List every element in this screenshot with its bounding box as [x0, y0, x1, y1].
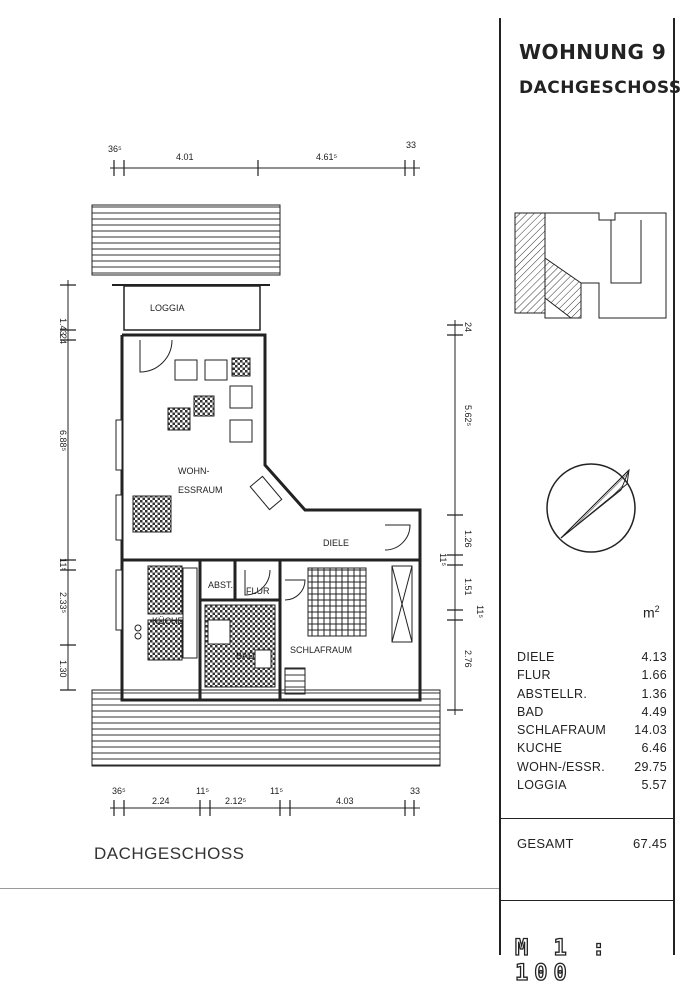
dim-bottom-2: 2.24	[152, 796, 170, 806]
total-value: 67.45	[632, 836, 667, 851]
dimension-lines	[67, 167, 456, 809]
dim-top-2: 4.01	[176, 152, 194, 162]
loggia-outline	[123, 285, 261, 331]
bath-fittings	[204, 604, 276, 688]
kitchen-fittings	[134, 565, 198, 661]
roof-bottom	[91, 689, 441, 767]
total-separator	[501, 818, 673, 819]
dim-bottom-7: 33	[410, 786, 420, 796]
dimension-ticks	[60, 160, 463, 816]
room-label-flur: FLUR	[246, 586, 270, 596]
apartment-title: WOHNUNG 9	[519, 40, 667, 64]
room-label-abst: ABST.	[208, 580, 233, 590]
dim-left-4: 11⁵	[58, 558, 68, 571]
dim-right-3: 1.26	[463, 530, 473, 548]
floor-title: DACHGESCHOSS	[519, 78, 682, 98]
area-row: WOHN-/ESSR.29.75	[517, 759, 667, 774]
dim-left-2: 24	[58, 334, 68, 344]
total-row: GESAMT 67.45	[517, 836, 667, 851]
room-label-kuche: KÜCHE	[152, 616, 184, 626]
floor-label: DACHGESCHOSS	[94, 844, 245, 863]
dim-right-4: 11⁵	[438, 553, 448, 566]
dim-right-2: 5.62⁵	[463, 405, 473, 427]
room-label-loggia: LOGGIA	[150, 303, 185, 313]
scale-separator	[501, 900, 673, 901]
dim-right-7: 2.76	[463, 650, 473, 668]
north-arrow-icon	[546, 463, 636, 553]
scale-label: M 1 : 100	[514, 935, 612, 986]
dim-top-1: 36⁵	[108, 144, 122, 154]
dim-right-5: 1.51	[463, 578, 473, 596]
area-unit: m2	[643, 604, 660, 621]
floor-plan: 36⁵ 4.01 4.61⁵ 33 36⁵ 2.24 11⁵ 2.12⁵ 11⁵…	[58, 140, 485, 816]
dim-left-1: 1.43	[58, 318, 68, 336]
dim-bottom-4: 2.12⁵	[225, 796, 247, 806]
area-row: ABSTELLR.1.36	[517, 686, 667, 701]
living-furniture	[132, 357, 283, 533]
dim-top-3: 4.61⁵	[316, 152, 338, 162]
bedroom-furniture	[284, 565, 413, 695]
total-label: GESAMT	[517, 836, 574, 851]
room-label-bad: BAD	[236, 651, 255, 661]
dim-left-3: 6.88⁵	[58, 430, 68, 452]
roof-top	[91, 204, 281, 276]
key-plan	[514, 212, 667, 553]
dim-right-1: 24	[463, 322, 473, 332]
page-bottom-line	[0, 888, 499, 889]
room-label-diele: DIELE	[323, 538, 349, 548]
dim-right-6: 11⁵	[475, 605, 485, 618]
dim-bottom-6: 4.03	[336, 796, 354, 806]
door-swings	[139, 339, 411, 601]
dim-top-4: 33	[406, 140, 416, 150]
room-label-schlafraum: SCHLAFRAUM	[290, 645, 352, 655]
dim-bottom-1: 36⁵	[112, 786, 126, 796]
dim-left-6: 1.30	[58, 660, 68, 678]
dim-bottom-5: 11⁵	[270, 786, 283, 796]
dim-left-5: 2.33⁵	[58, 592, 68, 614]
room-label-essraum: ESSRAUM	[178, 485, 223, 495]
room-label-wohn: WOHN-	[178, 466, 210, 476]
dim-bottom-3: 11⁵	[196, 786, 209, 796]
